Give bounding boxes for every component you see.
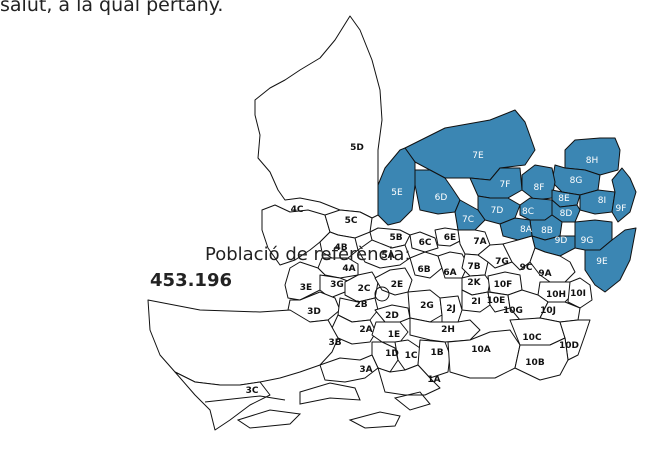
zone-label-2h: 2H xyxy=(441,325,455,335)
zone-label-5d: 5D xyxy=(350,143,364,153)
zone-label-3g: 3G xyxy=(330,280,344,290)
zone-label-2j: 2J xyxy=(446,304,456,314)
zone-label-6b: 6B xyxy=(417,265,430,275)
zone-label-4b: 4B xyxy=(334,243,347,253)
zone-5e xyxy=(377,147,416,226)
zone-label-10e: 10E xyxy=(487,296,506,306)
zone-label-1e: 1E xyxy=(388,330,400,340)
zone-label-5a: 5A xyxy=(381,251,394,261)
zone-9e xyxy=(584,227,637,293)
zone-10b xyxy=(514,337,569,381)
zone-label-10g: 10G xyxy=(503,306,523,316)
zone-label-6a: 6A xyxy=(443,268,456,278)
zone-label-10i: 10I xyxy=(570,289,586,299)
zone-label-1d: 1D xyxy=(385,349,399,359)
zone-label-10f: 10F xyxy=(494,280,513,290)
zone-label-3c: 3C xyxy=(246,386,259,396)
zone-label-1c: 1C xyxy=(405,351,418,361)
zone-label-9d: 9D xyxy=(555,236,568,246)
zone-label-8e: 8E xyxy=(558,194,570,204)
zone-label-4a: 4A xyxy=(342,264,355,274)
reference-population-value: 453.196 xyxy=(150,270,232,291)
zone-2h xyxy=(409,317,481,343)
zone-3c xyxy=(174,371,271,431)
zone-label-2g: 2G xyxy=(420,301,434,311)
zone-label-1a: 1A xyxy=(427,375,440,385)
zone-label-2d: 2D xyxy=(385,311,399,321)
zone-5d xyxy=(254,15,383,219)
zone-label-2b: 2B xyxy=(354,300,367,310)
zone-label-3b: 3B xyxy=(328,338,341,348)
zone-label-2c: 2C xyxy=(358,284,371,294)
zone-label-3d: 3D xyxy=(307,307,321,317)
reference-population-label: Població de referència: xyxy=(205,244,411,265)
zone-label-8c: 8C xyxy=(522,207,534,217)
zone-label-5c: 5C xyxy=(345,216,358,226)
zone-label-5e: 5E xyxy=(391,188,403,198)
zone-label-7d: 7D xyxy=(491,206,504,216)
zone-label-9c: 9C xyxy=(520,263,533,273)
zone-label-8f: 8F xyxy=(534,183,545,193)
zone-label-2e: 2E xyxy=(391,280,403,290)
zone-label-2a: 2A xyxy=(359,325,372,335)
zone-label-6d: 6D xyxy=(435,193,448,203)
zone-label-7g: 7G xyxy=(495,257,509,267)
zone-label-8d: 8D xyxy=(560,209,573,219)
zone-label-7b: 7B xyxy=(467,262,480,272)
zone-label-8g: 8G xyxy=(570,176,583,186)
zone-label-9e: 9E xyxy=(596,257,608,267)
intro-text-fragment: salut, a la qual pertany. xyxy=(0,0,224,16)
zone-label-9g: 9G xyxy=(581,236,594,246)
zone-label-8h: 8H xyxy=(586,156,599,166)
zone-label-10h: 10H xyxy=(546,290,566,300)
zone-label-10d: 10D xyxy=(559,341,579,351)
zone-label-3a: 3A xyxy=(359,365,372,375)
zone-label-2i: 2I xyxy=(471,297,481,307)
zone-10i xyxy=(567,277,593,309)
zone-label-10j: 10J xyxy=(540,306,556,316)
map-detail-lines xyxy=(204,286,431,429)
zone-10e xyxy=(487,291,511,313)
zone-label-8b: 8B xyxy=(541,226,553,236)
zone-label-7e: 7E xyxy=(472,151,484,161)
zone-label-10a: 10A xyxy=(471,345,491,355)
zone-label-6e: 6E xyxy=(444,233,456,243)
zones-layer xyxy=(147,15,637,431)
zone-label-4c: 4C xyxy=(291,205,304,215)
zone-label-7f: 7F xyxy=(500,180,511,190)
zone-9f xyxy=(611,167,637,223)
zone-2e xyxy=(374,267,413,296)
zone-label-7c: 7C xyxy=(462,215,474,225)
zone-label-7a: 7A xyxy=(473,237,486,247)
zone-label-2k: 2K xyxy=(467,278,481,288)
zone-label-1b: 1B xyxy=(430,348,443,358)
zone-label-10c: 10C xyxy=(522,333,542,343)
zone-1a xyxy=(377,364,441,396)
zone-label-9f: 9F xyxy=(616,204,627,214)
zone-label-8a: 8A xyxy=(520,225,533,235)
zone-label-10b: 10B xyxy=(525,358,545,368)
zone-label-8i: 8I xyxy=(598,196,606,206)
zone-6c xyxy=(409,231,439,253)
zone-9a xyxy=(529,247,576,283)
zone-label-5b: 5B xyxy=(389,233,402,243)
zone-label-9a: 9A xyxy=(538,269,551,279)
zone-label-6c: 6C xyxy=(419,238,432,248)
zone-label-3e: 3E xyxy=(300,283,312,293)
